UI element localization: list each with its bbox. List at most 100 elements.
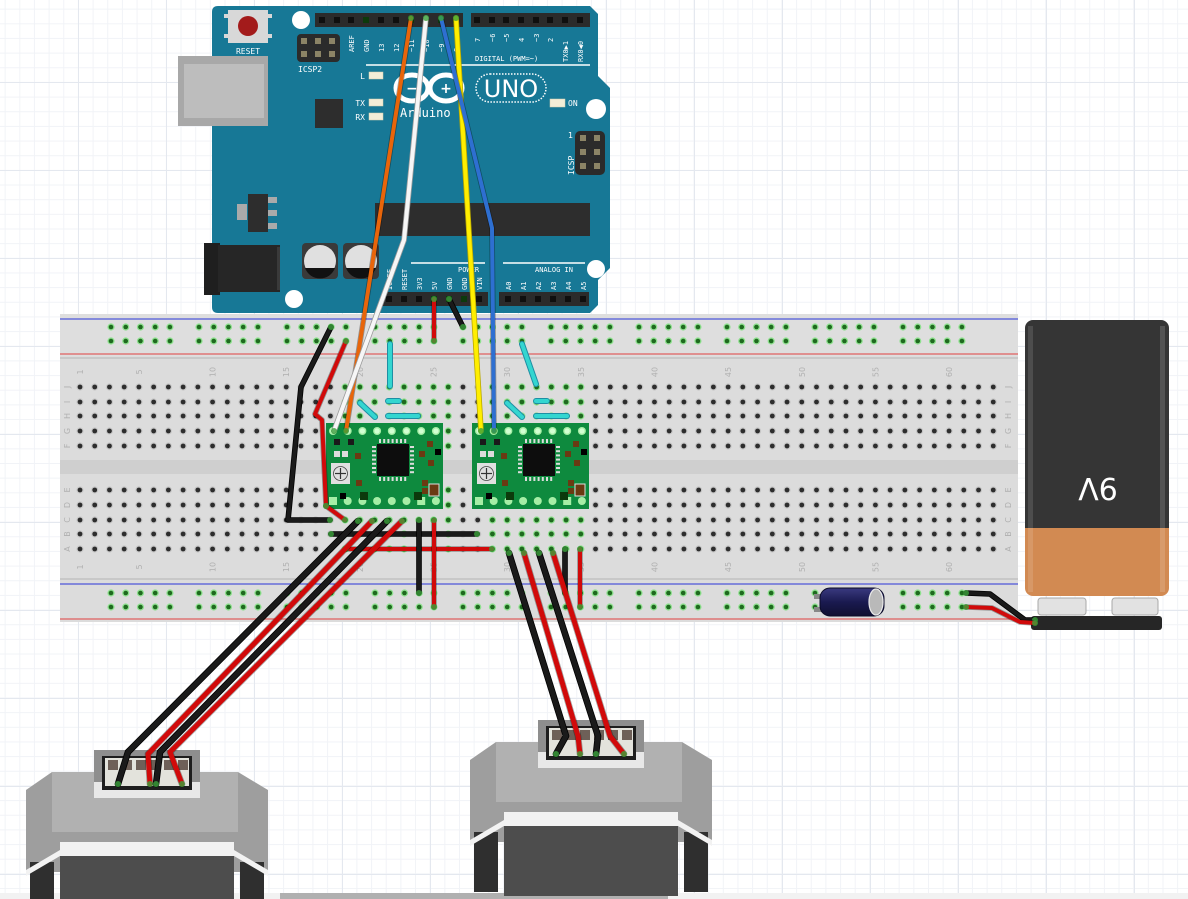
breadboard-hole[interactable] — [666, 517, 672, 523]
battery-red-wire[interactable] — [964, 605, 1037, 625]
analog-header-pin[interactable] — [505, 296, 511, 302]
black-gnd-wire[interactable] — [447, 297, 465, 329]
breadboard-hole[interactable] — [534, 531, 540, 537]
analog-header-pin[interactable] — [550, 296, 556, 302]
breadboard-hole[interactable] — [858, 546, 864, 552]
breadboard-hole[interactable] — [843, 531, 849, 537]
breadboard-hole[interactable] — [696, 531, 702, 537]
analog-header-pin[interactable] — [520, 296, 526, 302]
breadboard-hole[interactable] — [77, 413, 83, 419]
breadboard-hole[interactable] — [254, 428, 260, 434]
breadboard-hole[interactable] — [710, 517, 716, 523]
breadboard-hole[interactable] — [887, 487, 893, 493]
breadboard-hole[interactable] — [710, 546, 716, 552]
breadboard-hole[interactable] — [92, 546, 98, 552]
breadboard-hole[interactable] — [755, 428, 760, 434]
breadboard-hole[interactable] — [107, 546, 112, 552]
rail-hole[interactable] — [930, 338, 935, 344]
breadboard-hole[interactable] — [239, 428, 245, 434]
breadboard-hole[interactable] — [151, 502, 157, 508]
breadboard-hole[interactable] — [769, 546, 775, 552]
breadboard-hole[interactable] — [460, 413, 466, 419]
breadboard-hole[interactable] — [121, 428, 127, 434]
breadboard-hole[interactable] — [445, 443, 451, 449]
breadboard-hole[interactable] — [593, 384, 598, 390]
black-driver-gnd-wire[interactable] — [286, 325, 333, 522]
rail-hole[interactable] — [592, 338, 598, 344]
breadboard-hole[interactable] — [445, 487, 451, 493]
header-pin[interactable] — [474, 17, 480, 23]
breadboard-hole[interactable] — [696, 384, 702, 390]
rail-hole[interactable] — [226, 324, 231, 330]
cyan-jumper-wire[interactable] — [505, 401, 524, 419]
breadboard-hole[interactable] — [725, 443, 731, 449]
breadboard-hole[interactable] — [696, 502, 702, 508]
breadboard-hole[interactable] — [858, 531, 864, 537]
breadboard-hole[interactable] — [887, 384, 893, 390]
breadboard-hole[interactable] — [784, 399, 790, 405]
breadboard-hole[interactable] — [283, 546, 289, 552]
rail-hole[interactable] — [636, 590, 642, 596]
breadboard-hole[interactable] — [887, 413, 893, 419]
breadboard-hole[interactable] — [946, 413, 952, 419]
rail-hole[interactable] — [783, 338, 789, 344]
rail-hole[interactable] — [255, 338, 261, 344]
breadboard-hole[interactable] — [431, 413, 436, 419]
breadboard-hole[interactable] — [755, 443, 760, 449]
breadboard-hole[interactable] — [725, 502, 731, 508]
rail-hole[interactable] — [211, 338, 217, 344]
breadboard-hole[interactable] — [799, 502, 805, 508]
rail-hole[interactable] — [255, 590, 261, 596]
breadboard-hole[interactable] — [357, 413, 363, 419]
rail-hole[interactable] — [387, 604, 393, 610]
breadboard-hole[interactable] — [165, 399, 171, 405]
breadboard-hole[interactable] — [269, 531, 274, 537]
rail-hole[interactable] — [167, 338, 173, 344]
power-header-pin[interactable] — [386, 296, 392, 302]
rail-hole[interactable] — [754, 604, 759, 610]
breadboard-hole[interactable] — [563, 384, 569, 390]
breadboard-hole[interactable] — [990, 531, 996, 537]
breadboard-hole[interactable] — [902, 487, 908, 493]
breadboard-hole[interactable] — [622, 413, 628, 419]
breadboard-hole[interactable] — [828, 384, 834, 390]
a4988-stepper-driver[interactable] — [472, 423, 589, 509]
breadboard-hole[interactable] — [666, 531, 672, 537]
rail-hole[interactable] — [739, 338, 745, 344]
breadboard-hole[interactable] — [740, 428, 746, 434]
breadboard-hole[interactable] — [976, 502, 981, 508]
breadboard-hole[interactable] — [666, 487, 672, 493]
rail-hole[interactable] — [754, 590, 759, 596]
breadboard-hole[interactable] — [534, 517, 540, 523]
breadboard-hole[interactable] — [681, 517, 687, 523]
breadboard-hole[interactable] — [121, 502, 127, 508]
breadboard-hole[interactable] — [313, 384, 319, 390]
breadboard-hole[interactable] — [136, 531, 142, 537]
rail-hole[interactable] — [812, 338, 818, 344]
breadboard-hole[interactable] — [887, 502, 893, 508]
breadboard-hole[interactable] — [961, 531, 967, 537]
breadboard-hole[interactable] — [740, 502, 746, 508]
breadboard-hole[interactable] — [210, 384, 215, 390]
breadboard-hole[interactable] — [607, 502, 613, 508]
rail-hole[interactable] — [108, 338, 114, 344]
rail-hole[interactable] — [768, 338, 774, 344]
power-header-pin[interactable] — [416, 296, 422, 302]
breadboard-hole[interactable] — [873, 546, 878, 552]
breadboard-hole[interactable] — [622, 531, 628, 537]
rail-hole[interactable] — [842, 324, 847, 330]
rail-hole[interactable] — [856, 338, 862, 344]
breadboard-hole[interactable] — [328, 413, 333, 419]
rail-hole[interactable] — [636, 338, 642, 344]
analog-header-pin[interactable] — [580, 296, 586, 302]
breadboard-hole[interactable] — [814, 399, 819, 405]
breadboard-hole[interactable] — [696, 413, 702, 419]
rail-hole[interactable] — [240, 338, 246, 344]
breadboard-hole[interactable] — [254, 443, 260, 449]
breadboard-hole[interactable] — [990, 546, 996, 552]
breadboard-hole[interactable] — [622, 487, 628, 493]
rail-hole[interactable] — [504, 604, 510, 610]
breadboard-hole[interactable] — [180, 399, 186, 405]
breadboard-hole[interactable] — [828, 487, 834, 493]
breadboard-hole[interactable] — [578, 517, 584, 523]
